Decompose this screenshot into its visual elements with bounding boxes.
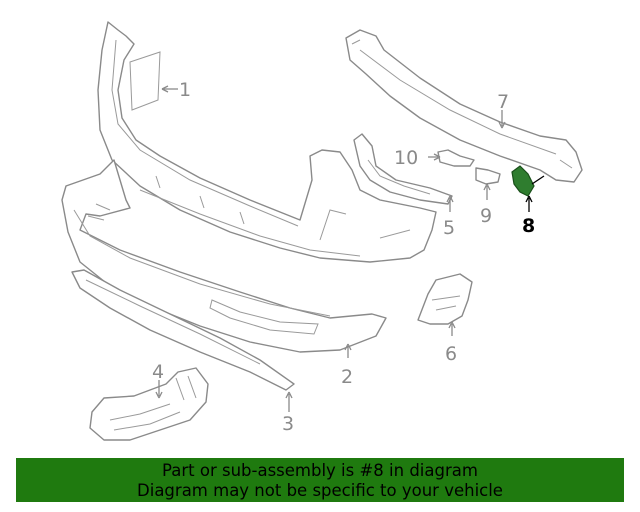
part-7-reinforcement-beam [345,29,583,183]
part-4-skid-plate [89,367,209,441]
banner-line-disclaimer: Diagram may not be specific to your vehi… [137,481,503,500]
callout-3: 3 [282,413,294,435]
callout-4: 4 [152,361,164,383]
part-6-side-bracket [417,273,473,325]
part-2-lower-bumper [61,159,387,353]
part-5-bracket [353,133,453,205]
part-3-trim-strip [71,269,295,391]
callout-9: 9 [480,205,492,227]
callout-10: 10 [394,147,418,169]
callout-2: 2 [341,366,353,388]
leader-lines [155,85,533,412]
callout-8: 8 [522,215,535,237]
callout-6: 6 [445,343,457,365]
part-1-bumper-cover [97,21,437,263]
banner-line-part-number: Part or sub-assembly is #8 in diagram [162,461,478,480]
parts-diagram: 1 2 3 4 5 6 7 8 9 10 [61,21,583,441]
part-10-clip [437,149,475,167]
part-8-highlighted [511,165,545,197]
part-9-clip [475,167,501,185]
info-banner: Part or sub-assembly is #8 in diagram Di… [16,458,624,502]
callout-5: 5 [443,217,455,239]
callout-7: 7 [497,91,509,113]
callout-1: 1 [179,79,191,101]
